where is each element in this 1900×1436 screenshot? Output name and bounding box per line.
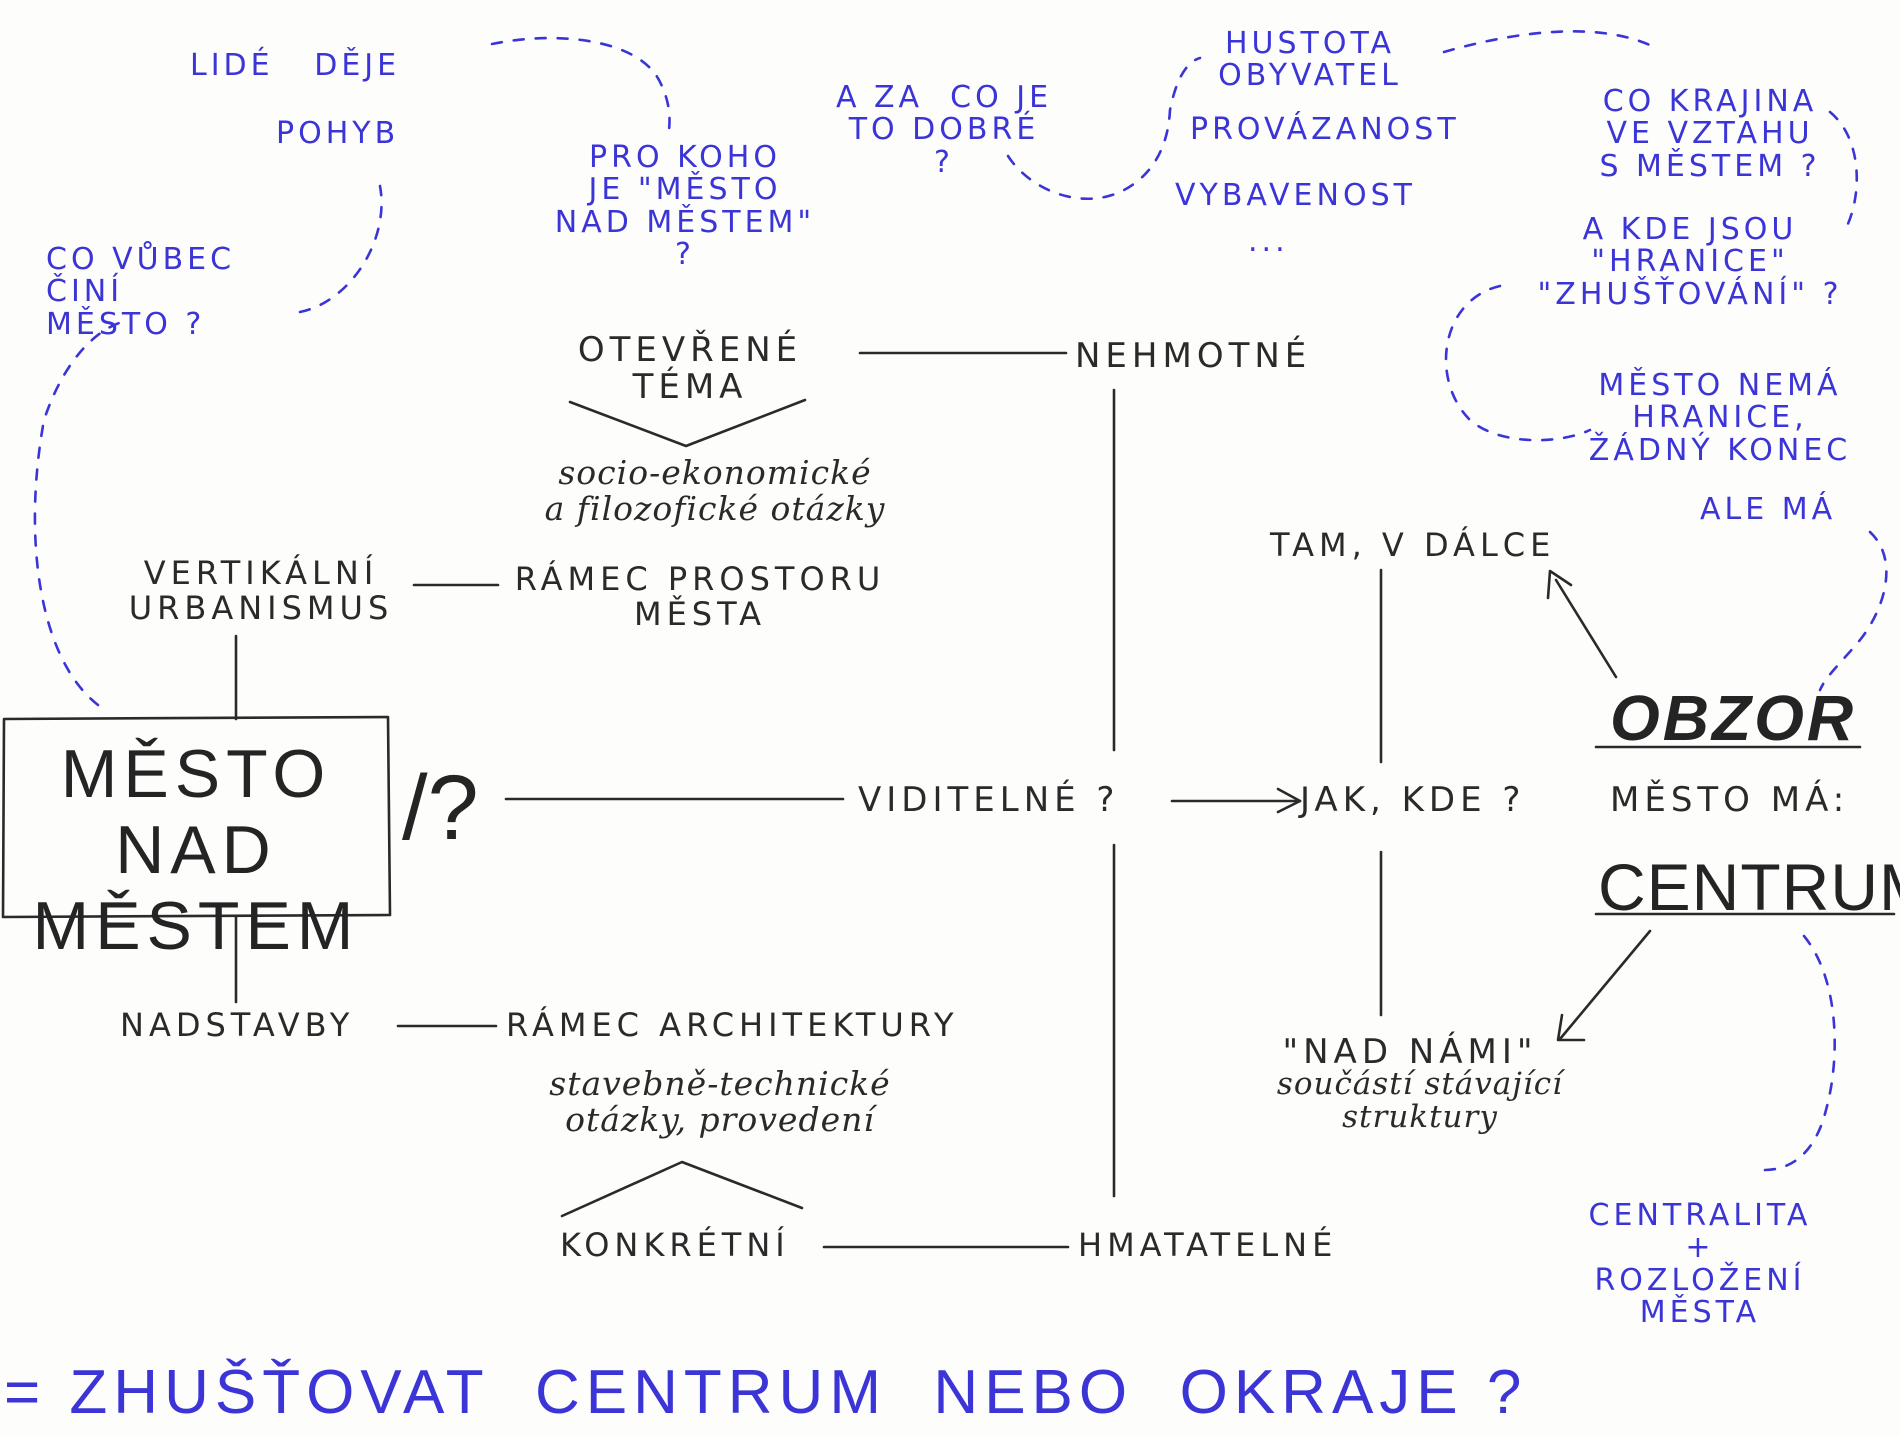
- note-population-density: HUSTOTA OBYVATEL: [1218, 26, 1402, 94]
- note-what-makes-city: CO VŮBEC ČINÍ MĚSTO ?: [46, 242, 236, 342]
- dashed-curve-left: [33, 320, 124, 707]
- note-people-events: LIDÉ DĚJE: [190, 48, 401, 83]
- node-construction-technical-questions: stavebně-technické otázky, provedení: [549, 1064, 891, 1139]
- note-connectivity: PROVÁZANOST: [1190, 112, 1460, 147]
- dashed-curve-top-left: [298, 184, 383, 314]
- note-but-has: ALE MÁ: [1700, 492, 1837, 527]
- node-city-has: MĚSTO MÁ:: [1610, 780, 1850, 820]
- dashed-curve-density: [1442, 30, 1654, 54]
- arrow-centre-to-above-us: [1558, 929, 1652, 1041]
- node-tangible: HMATATELNÉ: [1078, 1226, 1338, 1264]
- bottom-question: = ZHUŠŤOVAT CENTRUM NEBO OKRAJE ?: [4, 1358, 1528, 1427]
- note-landscape-question: CO KRAJINA VE VZTAHU S MĚSTEM ?: [1599, 84, 1821, 184]
- note-movement: POHYB: [276, 116, 400, 151]
- note-no-boundaries: MĚSTO NEMÁ HRANICE, ŽÁDNÝ KONEC: [1588, 368, 1852, 468]
- note-for-whom: PRO KOHO JE "MĚSTO NAD MĚSTEM" ?: [554, 140, 816, 273]
- node-architecture-frame: RÁMEC ARCHITEKTURY: [506, 1006, 959, 1044]
- dashed-curve-what-good: [1006, 56, 1202, 201]
- node-centre: CENTRUM: [1598, 850, 1900, 924]
- note-ellipsis: ...: [1248, 224, 1289, 259]
- arrow-horizon-to-far-away: [1554, 578, 1618, 679]
- node-intangible: NEHMOTNÉ: [1075, 336, 1312, 376]
- dashed-curve-right: [1818, 530, 1888, 692]
- arrow-head-how-where: [1276, 787, 1302, 814]
- main-title: MĚSTO NAD MĚSTEM: [32, 736, 360, 965]
- node-superstructures: NADSTAVBY: [120, 1006, 355, 1044]
- node-vertical-urbanism: VERTIKÁLNÍ URBANISMUS: [128, 554, 394, 627]
- note-boundaries-question: A KDE JSOU "HRANICE" "ZHUŠŤOVÁNÍ" ?: [1537, 212, 1843, 312]
- note-centrality: CENTRALITA + ROZLOŽENÍ MĚSTA: [1588, 1198, 1812, 1331]
- node-socio-economic-questions: socio-ekonomické a filozofické otázky: [544, 453, 886, 528]
- arrow-head-above-us: [1556, 1013, 1586, 1042]
- dashed-curve-landscape: [1828, 110, 1859, 234]
- node-above-us: "NAD NÁMI": [1282, 1032, 1538, 1072]
- node-how-where: JAK, KDE ?: [1300, 780, 1526, 820]
- node-city-space-frame: RÁMEC PROSTORU MĚSTA: [514, 560, 886, 633]
- main-title-box: [1, 715, 392, 919]
- concrete-chevron: [560, 1160, 804, 1218]
- note-what-good: A ZA CO JE TO DOBRÉ ?: [835, 80, 1053, 180]
- dashed-curve-centre: [1762, 934, 1836, 1172]
- arrow-head-far-away: [1546, 569, 1573, 600]
- node-visible: VIDITELNÉ ?: [858, 780, 1120, 820]
- node-open-topic: OTEVŘENÉ TÉMA: [577, 330, 803, 407]
- open-topic-chevron: [568, 398, 807, 448]
- node-concrete: KONKRÉTNÍ: [560, 1226, 790, 1264]
- main-question-mark: /?: [402, 757, 479, 859]
- node-horizon: OBZOR: [1610, 682, 1857, 754]
- note-amenities: VYBAVENOST: [1175, 178, 1416, 213]
- dashed-curve-boundaries: [1444, 284, 1592, 442]
- dashed-curve-top-loop: [490, 36, 671, 140]
- node-part-of-structure: součástí stávající struktury: [1276, 1066, 1564, 1136]
- node-far-away: TAM, V DÁLCE: [1270, 526, 1556, 564]
